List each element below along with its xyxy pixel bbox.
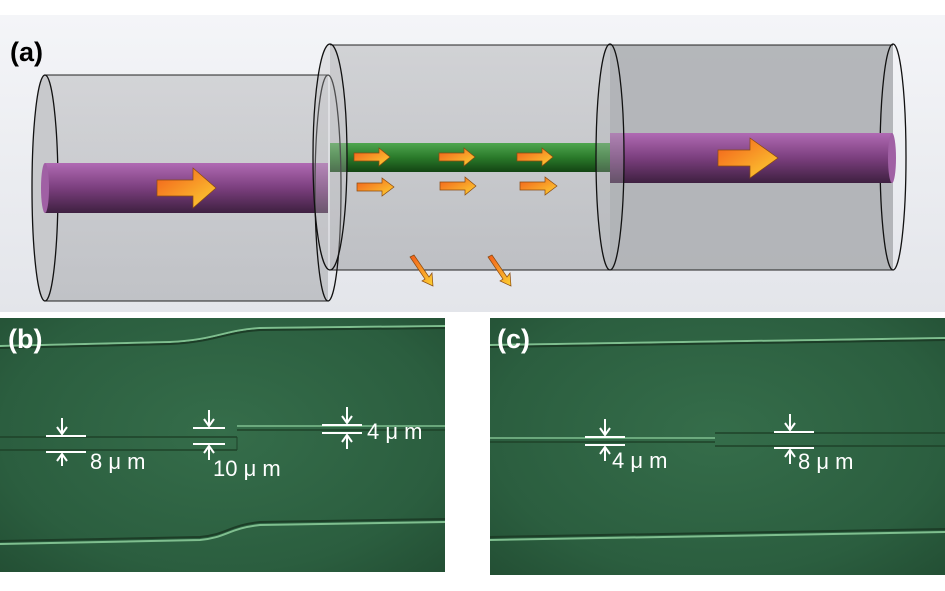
panel-c-label: (c)	[497, 324, 530, 354]
measurement-label: 4 μ m	[367, 419, 423, 444]
fiber-schematic	[31, 43, 907, 302]
measurement-label: 10 μ m	[213, 456, 281, 481]
panel-c-micrograph: (c) 4 μ m 8 μ m	[490, 318, 945, 575]
measurement-markers	[585, 414, 814, 464]
micrograph-c-lines	[490, 337, 945, 541]
arrow-icon	[439, 176, 477, 196]
arrow-icon	[356, 177, 395, 197]
measurement-markers	[46, 407, 362, 466]
panel-a-label: (a)	[10, 37, 43, 67]
measurement-label: 4 μ m	[612, 448, 668, 473]
arrow-icon	[519, 176, 558, 196]
panel-b-micrograph: (b) 8 μ m 10 μ m 4 μ m	[0, 318, 445, 572]
arrow-icon	[156, 167, 217, 209]
micrograph-b-lines	[0, 325, 445, 545]
flow-arrows	[156, 137, 779, 287]
arrow-icon	[353, 147, 391, 167]
arrow-icon	[409, 254, 434, 287]
panel-b-label: (b)	[8, 324, 43, 354]
measurement-label: 8 μ m	[798, 449, 854, 474]
arrow-icon	[516, 147, 554, 167]
arrow-icon	[717, 137, 779, 179]
arrow-icon	[438, 147, 476, 167]
arrow-icon	[487, 254, 512, 287]
panel-a-schematic: (a)	[0, 15, 945, 312]
measurement-label: 8 μ m	[90, 449, 146, 474]
